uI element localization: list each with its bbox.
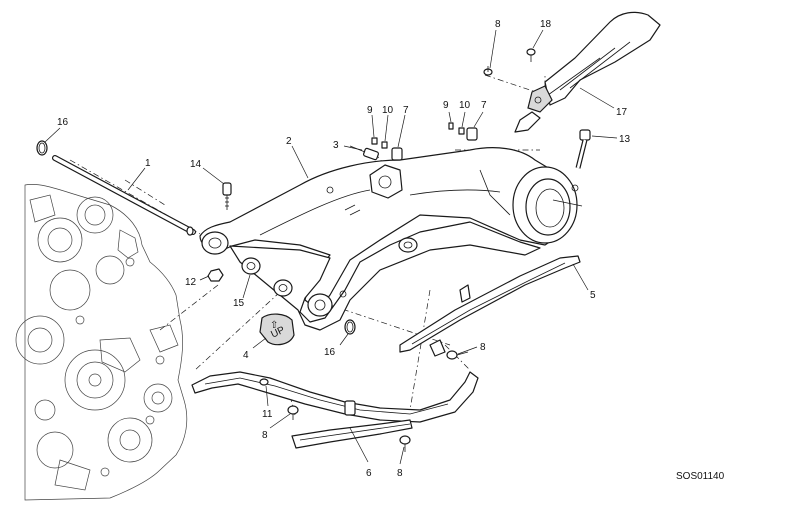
fastener-cluster-left <box>371 137 403 161</box>
callout-8-right: 8 <box>480 342 486 353</box>
callout-15: 15 <box>233 298 245 309</box>
callout-1: 1 <box>145 158 151 169</box>
pivot-shaft <box>52 155 196 236</box>
callout-10-right: 10 <box>459 100 471 111</box>
screw-9b <box>448 122 454 130</box>
bolt-13 <box>575 129 591 169</box>
callout-7-right: 7 <box>481 100 487 111</box>
leader-lines <box>44 29 618 465</box>
drawing-code: SOS01140 <box>676 471 725 482</box>
fastener-cluster-right <box>448 122 478 141</box>
nut-12 <box>207 268 224 282</box>
engine-block <box>15 184 188 501</box>
callout-6: 6 <box>366 468 372 479</box>
lower-chain-guard <box>191 371 479 449</box>
callout-17: 17 <box>616 107 628 118</box>
spacer-7a <box>391 147 403 161</box>
up-plate: UP ⇧ <box>259 313 295 346</box>
callout-8-lower-right: 8 <box>397 468 403 479</box>
callout-10-left: 10 <box>382 105 394 116</box>
callout-8-lower-left: 8 <box>262 430 268 441</box>
callout-13: 13 <box>619 134 631 145</box>
screw-8-lower-left <box>287 405 299 420</box>
callout-12: 12 <box>185 277 197 288</box>
callout-5: 5 <box>590 290 596 301</box>
callout-14: 14 <box>190 159 202 170</box>
callout-16-left: 16 <box>57 117 69 128</box>
spacer-7b <box>466 127 478 141</box>
washer-10b <box>458 127 465 135</box>
callout-8-top: 8 <box>495 19 501 30</box>
callout-4: 4 <box>243 350 249 361</box>
callout-2: 2 <box>286 136 292 147</box>
chain-slider <box>399 255 581 357</box>
callouts: 16 1 14 2 3 9 10 7 8 18 9 10 7 17 13 12 … <box>57 19 631 479</box>
screw-8-lower-right <box>399 435 411 452</box>
svg-text:⇧: ⇧ <box>270 320 278 331</box>
plate-label: UP <box>269 325 287 341</box>
bolt-14 <box>222 182 232 210</box>
callout-7-left: 7 <box>403 105 409 116</box>
upper-guard <box>514 11 661 133</box>
swingarm <box>199 147 583 331</box>
screw-9a <box>371 137 378 145</box>
screw-8-top <box>483 66 493 76</box>
callout-16-right: 16 <box>324 347 336 358</box>
callout-9-left: 9 <box>367 105 373 116</box>
callout-9-right: 9 <box>443 100 449 111</box>
washers-15 <box>241 257 293 297</box>
screw-18 <box>526 48 536 62</box>
screw-8-right <box>446 350 469 360</box>
callout-18: 18 <box>540 19 552 30</box>
callout-11: 11 <box>262 409 273 420</box>
washer-10a <box>381 141 388 149</box>
callout-3: 3 <box>333 140 339 151</box>
